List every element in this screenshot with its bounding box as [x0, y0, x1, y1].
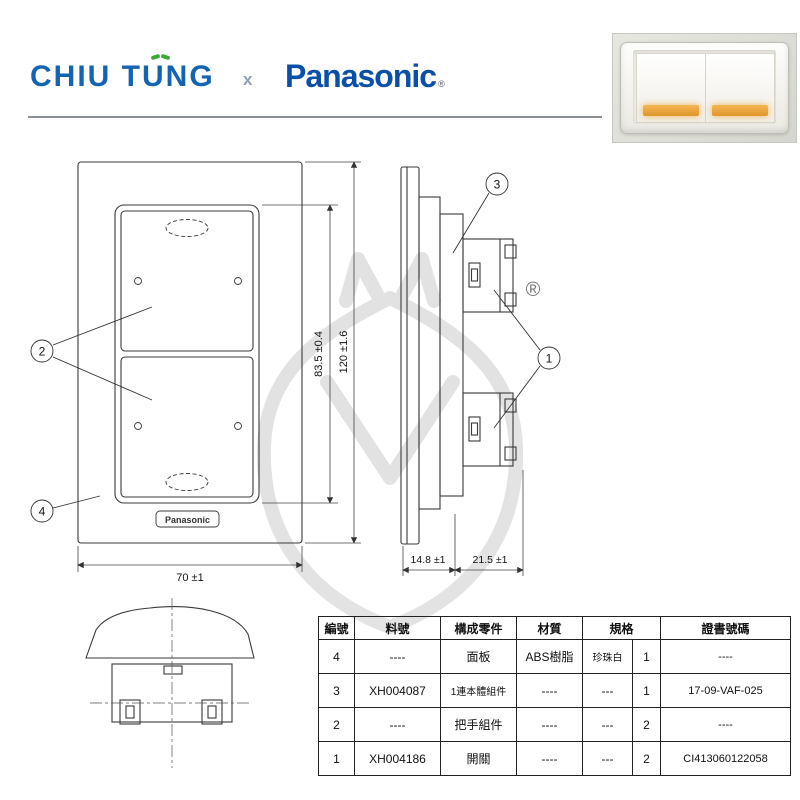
- cell-no: 2: [318, 707, 355, 742]
- col-spec: 規格: [582, 616, 661, 640]
- callouts: 2 4 3 1: [30, 172, 561, 523]
- front-dimensions: 83.5 ±0.4 120 ±1.6 70 ±1: [77, 161, 361, 584]
- switch-section-view: [85, 598, 255, 768]
- callout-4-label: 4: [39, 505, 46, 519]
- callout-1-label: 1: [546, 352, 553, 366]
- cell-spec: 珍珠白: [582, 639, 633, 674]
- switch-plate-photo: [620, 42, 789, 134]
- cell-qty: 2: [632, 741, 661, 776]
- cell-material: ----: [516, 707, 583, 742]
- cell-material: ----: [516, 741, 583, 776]
- brand-separator: x: [243, 70, 253, 89]
- side-view: [400, 166, 517, 545]
- cell-no: 1: [318, 741, 355, 776]
- rocker-button-left: [636, 53, 706, 123]
- cell-qty: 1: [632, 639, 661, 674]
- amber-indicator-left: [643, 105, 699, 116]
- cell-material: ABS樹脂: [516, 639, 583, 674]
- callout-3-label: 3: [494, 178, 501, 192]
- dim-width-label: 70 ±1: [176, 572, 203, 584]
- dim-inner-height-label: 83.5 ±0.4: [313, 331, 325, 377]
- product-photo: [612, 33, 797, 143]
- side-dimensions: 14.8 ±1 21.5 ±1: [402, 470, 524, 576]
- col-material: 材質: [516, 616, 583, 640]
- cell-material: ----: [516, 673, 583, 708]
- dim-depth-plate-label: 14.8 ±1: [411, 554, 446, 566]
- cell-component: 把手組件: [440, 707, 517, 742]
- cell-part-no: XH004186: [354, 741, 441, 776]
- dim-outer-height-label: 120 ±1.6: [338, 331, 350, 374]
- cell-part-no: XH004087: [354, 673, 441, 708]
- cell-cert: ----: [660, 639, 791, 674]
- col-no: 編號: [318, 616, 355, 640]
- cell-no: 4: [318, 639, 355, 674]
- cell-part-no: ----: [354, 639, 441, 674]
- plate-brand-label: Panasonic: [165, 515, 210, 525]
- parts-table: 編號 料號 構成零件 材質 規格 證書號碼 4 ---- 面板 ABS樹脂 珍珠…: [318, 616, 791, 776]
- col-part-no: 料號: [354, 616, 441, 640]
- panasonic-logo: Panasonic®: [285, 58, 445, 95]
- panasonic-logo-text: Panasonic: [285, 58, 437, 94]
- col-component: 構成零件: [440, 616, 517, 640]
- callout-2-label: 2: [39, 345, 46, 359]
- switch-recess: [633, 50, 776, 124]
- cell-component: 1連本體組件: [440, 673, 517, 708]
- chiu-tung-logo: CHIU TUNG: [30, 60, 215, 93]
- table-row: 1 XH004186 開關 ---- --- 2 CI413060122058: [318, 741, 791, 776]
- amber-indicator-right: [712, 105, 768, 116]
- col-cert: 證書號碼: [660, 616, 791, 640]
- registered-mark-drawing: ®: [526, 279, 541, 301]
- cell-spec: ---: [582, 741, 633, 776]
- header-divider: [28, 116, 602, 118]
- table-row: 3 XH004087 1連本體組件 ---- --- 1 17-09-VAF-0…: [318, 673, 791, 708]
- cell-qty: 2: [632, 707, 661, 742]
- cell-cert: ----: [660, 707, 791, 742]
- cell-spec: ---: [582, 707, 633, 742]
- registered-mark: ®: [438, 79, 445, 89]
- cell-cert: 17-09-VAF-025: [660, 673, 791, 708]
- cell-spec: ---: [582, 673, 633, 708]
- table-row: 2 ---- 把手組件 ---- --- 2 ----: [318, 707, 791, 742]
- cell-component: 面板: [440, 639, 517, 674]
- dim-depth-module-label: 21.5 ±1: [473, 554, 508, 566]
- cell-cert: CI413060122058: [660, 741, 791, 776]
- front-view: Panasonic: [77, 161, 303, 544]
- table-row: 4 ---- 面板 ABS樹脂 珍珠白 1 ----: [318, 639, 791, 674]
- cell-component: 開關: [440, 741, 517, 776]
- cell-no: 3: [318, 673, 355, 708]
- table-header-row: 編號 料號 構成零件 材質 規格 證書號碼: [318, 616, 791, 640]
- rocker-button-right: [705, 53, 775, 123]
- cell-qty: 1: [632, 673, 661, 708]
- cell-part-no: ----: [354, 707, 441, 742]
